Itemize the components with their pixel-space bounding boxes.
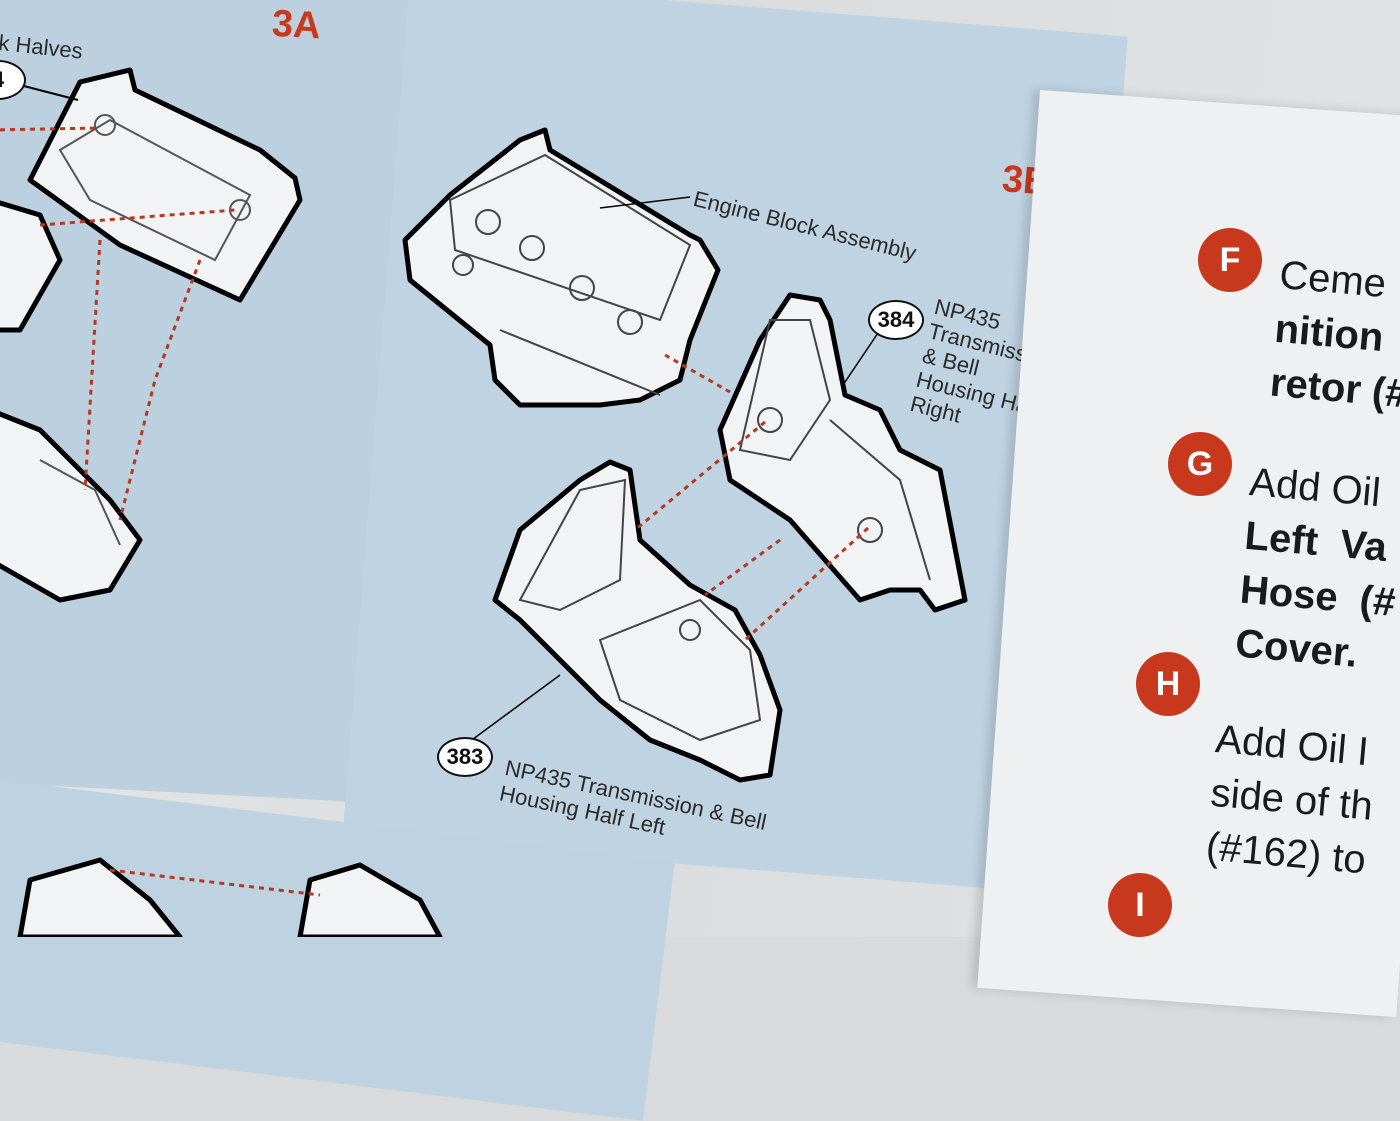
- engine-block-leader: [599, 196, 691, 209]
- step-h-text: Add Oil I side of th (#162) to: [1204, 712, 1380, 888]
- step-g-text: Add Oil Left Va Hose (# Cover.: [1233, 455, 1400, 684]
- step-g-badge: G: [1168, 432, 1232, 496]
- step-i-badge: I: [1108, 873, 1172, 937]
- leader-3a: [19, 84, 79, 101]
- leader-lines-3b: [634, 353, 870, 642]
- assembly-diagram: [0, 67, 968, 937]
- step-g-line-1: Add Oil: [1247, 459, 1383, 516]
- step-g-line-4: Cover.: [1233, 621, 1360, 676]
- engine-block-half-drawing: [0, 67, 303, 603]
- step-f-line-2: nition: [1273, 306, 1386, 361]
- part-383-leader: [464, 674, 561, 746]
- step-h-badge: H: [1136, 652, 1200, 716]
- step-f-text: Ceme nition retor (#: [1268, 248, 1400, 421]
- step-f-badge: F: [1198, 228, 1262, 292]
- transmission-left-detail: [518, 478, 762, 742]
- step-g-line-3: Hose (#: [1238, 567, 1398, 625]
- engine-block-assembly-drawing: [402, 127, 721, 408]
- transmission-right-detail: [738, 319, 931, 581]
- step-f-line-1: Ceme: [1277, 252, 1388, 307]
- transmission-half-left-drawing: [492, 459, 783, 783]
- next-step-part-drawing: [17, 857, 443, 937]
- step-f-line-3: retor (#: [1268, 360, 1400, 417]
- leader-lines-3a: [0, 126, 236, 521]
- step-h-line-1: Add Oil I: [1213, 716, 1371, 775]
- step-3a-label: 3A: [270, 2, 322, 48]
- part-384-badge: 384: [868, 300, 924, 340]
- step-g-line-2: Left Va: [1243, 513, 1389, 571]
- step-h-line-3: (#162) to: [1204, 824, 1368, 883]
- transmission-half-right-drawing: [717, 292, 968, 613]
- engine-block-detail: [448, 153, 692, 396]
- block-half-detail-lines: [39, 114, 252, 546]
- part-384-leader: [842, 329, 881, 386]
- part-383-badge: 383: [437, 737, 493, 777]
- step-h-line-2: side of th: [1209, 770, 1375, 829]
